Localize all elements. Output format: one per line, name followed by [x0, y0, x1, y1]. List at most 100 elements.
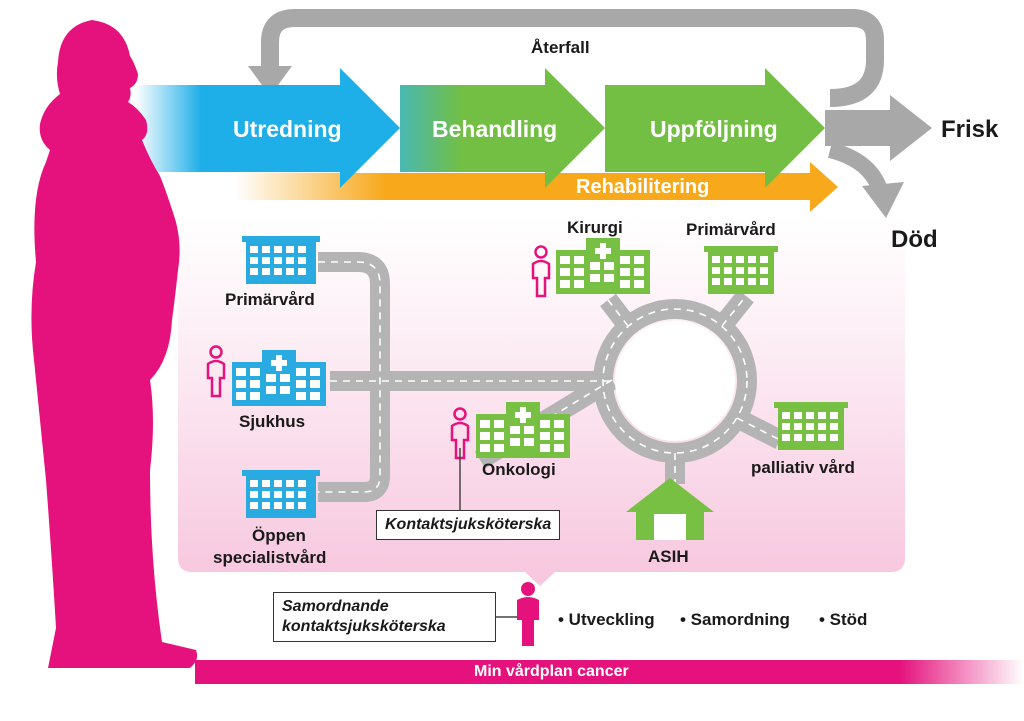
building-window — [760, 278, 768, 285]
building-window — [236, 392, 246, 400]
building-window — [298, 268, 306, 275]
dod-arrow — [827, 142, 888, 193]
building-window — [782, 434, 790, 441]
building-window — [296, 392, 306, 400]
building-window — [262, 246, 270, 253]
building-window — [250, 392, 260, 400]
utredning-arrow — [135, 68, 400, 188]
building-window — [286, 491, 294, 498]
building-window — [574, 280, 584, 288]
building-window — [250, 502, 258, 509]
building-window — [554, 420, 564, 428]
behandling-arrow — [400, 68, 605, 188]
building-window — [634, 256, 644, 264]
building-window — [818, 423, 826, 430]
step-behandling: Behandling — [432, 116, 558, 142]
building-window — [480, 432, 490, 440]
building-window — [604, 274, 614, 282]
building-window — [310, 392, 320, 400]
building-window — [298, 246, 306, 253]
building-window — [560, 268, 570, 276]
building-window — [310, 368, 320, 376]
building-window — [560, 256, 570, 264]
building-window — [590, 262, 600, 270]
patient-icon-sjukhus — [206, 345, 226, 398]
outcome-dod: Död — [891, 226, 938, 253]
building-window — [782, 412, 790, 419]
building-window — [286, 268, 294, 275]
vardplan-bar — [195, 660, 1024, 684]
building-window — [494, 432, 504, 440]
building-window — [280, 374, 290, 382]
building-window — [724, 267, 732, 274]
building-window — [250, 268, 258, 275]
building-window — [480, 444, 490, 452]
task-samordning: • Samordning — [680, 610, 790, 629]
building-window — [574, 256, 584, 264]
building-window — [712, 267, 720, 274]
building-window — [794, 412, 802, 419]
building-window — [298, 480, 306, 487]
building-window — [274, 246, 282, 253]
building-window — [748, 267, 756, 274]
building-window — [818, 434, 826, 441]
building-window — [524, 426, 534, 434]
building-window — [540, 432, 550, 440]
building-window — [806, 423, 814, 430]
building-window — [262, 268, 270, 275]
building-window — [574, 268, 584, 276]
rehab-label: Rehabilitering — [576, 176, 710, 198]
coordinator-icon — [517, 582, 539, 646]
building-window — [712, 256, 720, 263]
building-window — [748, 256, 756, 263]
building-window — [286, 257, 294, 264]
label-onkologi: Onkologi — [482, 460, 556, 479]
building-window — [274, 502, 282, 509]
contact-nurse-box: Kontaktsjuksköterska — [376, 510, 561, 540]
building-window — [604, 262, 614, 270]
building-window — [818, 412, 826, 419]
building-sjukhus — [232, 350, 326, 406]
building-window — [298, 491, 306, 498]
building-window — [494, 444, 504, 452]
building-window — [634, 268, 644, 276]
building-window — [262, 480, 270, 487]
building-window — [262, 502, 270, 509]
uppfoljning-arrow — [605, 68, 825, 188]
bottom-bar-label: Min vårdplan cancer — [474, 663, 629, 680]
building-window — [760, 267, 768, 274]
building-window — [560, 280, 570, 288]
label-asih: ASIH — [648, 547, 689, 566]
building-window — [236, 380, 246, 388]
building-window — [782, 423, 790, 430]
building-window — [794, 434, 802, 441]
building-window — [262, 257, 270, 264]
building-window — [806, 434, 814, 441]
label-oppen-2: specialistvård — [213, 548, 327, 567]
woman-silhouette — [31, 20, 198, 668]
frisk-arrow — [825, 95, 932, 161]
label-sjukhus: Sjukhus — [239, 412, 306, 431]
label-primarvard-right: Primärvård — [686, 220, 776, 239]
building-window — [554, 432, 564, 440]
building-window — [286, 480, 294, 487]
patient-icon-kirurgi — [531, 245, 551, 298]
building-window — [590, 274, 600, 282]
building-window — [620, 268, 630, 276]
building-window — [510, 438, 520, 446]
building-window — [250, 246, 258, 253]
task-stod: • Stöd — [819, 610, 868, 629]
building-window — [806, 412, 814, 419]
building-window — [286, 246, 294, 253]
building-window — [250, 368, 260, 376]
building-window — [712, 278, 720, 285]
building-window — [274, 491, 282, 498]
building-window — [236, 368, 246, 376]
step-uppfoljning: Uppföljning — [650, 116, 778, 142]
building-window — [830, 423, 838, 430]
building-window — [554, 444, 564, 452]
relapse-loop-arrow — [261, 9, 884, 107]
label-kirurgi: Kirurgi — [567, 218, 623, 237]
building-window — [540, 444, 550, 452]
